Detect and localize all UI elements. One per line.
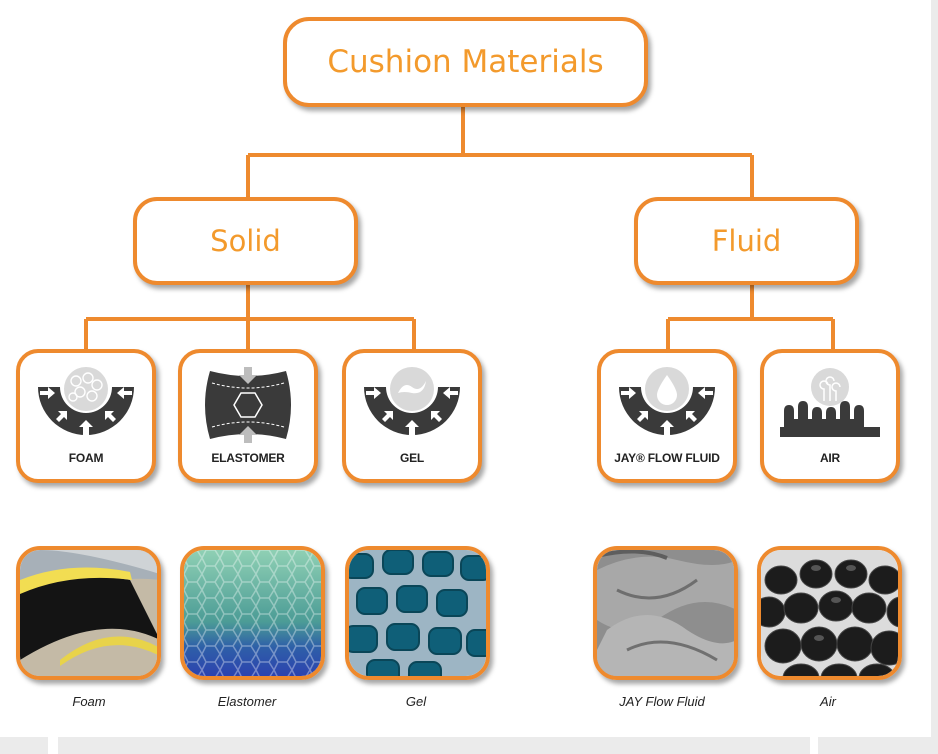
flow-fluid-photo-image (597, 550, 734, 676)
material-label: FOAM (68, 451, 104, 465)
flow-fluid-icon (619, 367, 715, 435)
photo-flow-fluid (593, 546, 738, 680)
photo-caption-gel: Gel (405, 694, 427, 709)
gel-photo-image (349, 550, 486, 676)
elastomer-icon (205, 367, 291, 443)
photo-caption-foam: Foam (72, 694, 106, 709)
bottom-edge-strip (818, 737, 931, 754)
photo-caption-elastomer: Elastomer (217, 694, 277, 709)
material-card-elastomer: ELASTOMER (178, 349, 318, 483)
foam-icon (38, 367, 134, 435)
photo-caption-air: Air (820, 694, 836, 709)
gel-icon (364, 367, 460, 435)
material-label: ELASTOMER (211, 451, 285, 465)
root-node: Cushion Materials (283, 17, 648, 107)
material-card-gel: GEL (342, 349, 482, 483)
material-card-foam: FOAM (16, 349, 156, 483)
material-label: AIR (819, 451, 841, 465)
material-card-flow-fluid: JAY® FLOW FLUID (597, 349, 737, 483)
root-label: Cushion Materials (327, 44, 604, 80)
right-edge-strip (931, 0, 938, 754)
elastomer-photo-image (184, 550, 321, 676)
photo-elastomer (180, 546, 325, 680)
air-icon (780, 368, 880, 437)
photo-foam (16, 546, 161, 680)
photo-air (757, 546, 902, 680)
material-label: GEL (399, 451, 425, 465)
air-photo-image (761, 550, 898, 676)
material-label: JAY® FLOW FLUID (614, 451, 720, 465)
photo-caption-flow-fluid: JAY Flow Fluid (619, 694, 705, 709)
bottom-edge-strip (58, 737, 810, 754)
solid-label: Solid (210, 224, 281, 258)
material-card-air: AIR (760, 349, 900, 483)
fluid-label: Fluid (711, 224, 782, 258)
solid-node: Solid (133, 197, 358, 285)
foam-photo-image (20, 550, 157, 676)
bottom-edge-strip (0, 737, 48, 754)
fluid-node: Fluid (634, 197, 859, 285)
photo-gel (345, 546, 490, 680)
